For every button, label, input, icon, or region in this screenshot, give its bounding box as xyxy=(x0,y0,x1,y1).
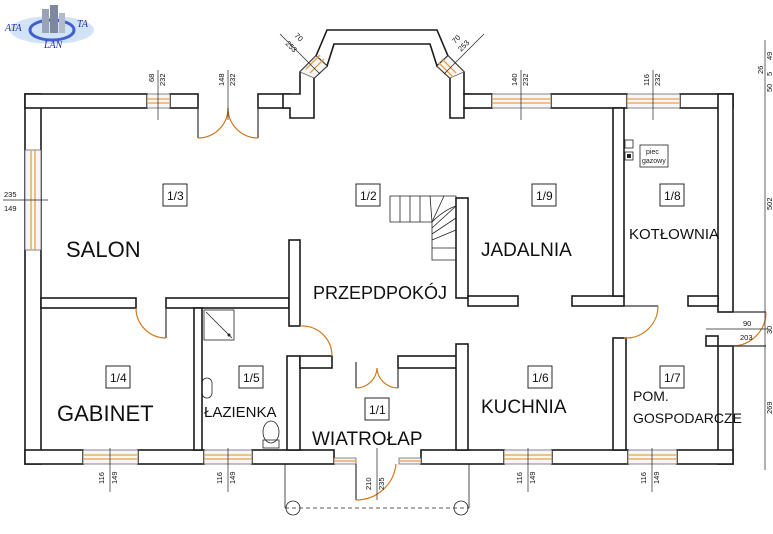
room-name-wiatrolap: WIATROŁAP xyxy=(312,429,423,450)
room-number-1-6: 1/6 xyxy=(527,365,553,389)
dim-right-edge-4: 50 xyxy=(765,84,773,92)
room-name-gospodarcze-line2: GOSPODARCZE xyxy=(633,410,742,426)
svg-text:1/4: 1/4 xyxy=(110,371,127,385)
exterior-walls xyxy=(24,29,734,465)
boiler: piec gazowy xyxy=(624,139,669,168)
dim-top-kotlownia-window-a: 116 xyxy=(642,74,651,86)
logo-text-lan: LAN xyxy=(43,40,64,51)
svg-text:1/5: 1/5 xyxy=(243,371,260,385)
room-number-1-7: 1/7 xyxy=(659,365,685,389)
dim-right-edge-7: 269 xyxy=(765,401,773,414)
svg-text:1/1: 1/1 xyxy=(369,403,386,417)
dim-right-edge-1: 26 xyxy=(756,66,765,74)
staircase xyxy=(389,195,457,261)
room-name-kotlownia: KOTŁOWNIA xyxy=(629,226,719,243)
svg-text:1/2: 1/2 xyxy=(360,189,377,203)
boiler-label-line2: gazowy xyxy=(642,158,666,165)
dim-top-salon-door-b: 232 xyxy=(228,73,237,86)
room-number-1-3: 1/3 xyxy=(162,183,188,207)
room-name-przedpokoj: PRZEPDPOKÓJ xyxy=(313,282,447,303)
dim-bottom-kuchnia-b: 149 xyxy=(528,471,537,484)
svg-text:1/7: 1/7 xyxy=(664,371,681,385)
svg-text:1/3: 1/3 xyxy=(167,189,184,203)
dim-left-salon-window-b: 149 xyxy=(4,204,17,213)
dimension-labels: 68 232 148 232 70 253 70 253 140 232 116… xyxy=(3,31,773,500)
window-top-kotlownia xyxy=(626,93,681,109)
logo-text-ta: TA xyxy=(77,19,89,30)
bathroom-fixtures xyxy=(201,309,280,449)
svg-text:1/8: 1/8 xyxy=(664,189,681,203)
dim-bottom-lazienka-a: 116 xyxy=(215,472,224,484)
dim-top-salon-window-b: 232 xyxy=(158,73,167,86)
room-number-1-2: 1/2 xyxy=(355,183,381,207)
dim-bottom-gospodarcze-a: 116 xyxy=(639,472,648,484)
window-top-jadalnia xyxy=(491,93,552,109)
window-bottom-gabinet xyxy=(82,449,139,465)
room-numbers: 1/3 1/2 1/9 1/8 1/4 1/5 1/1 1/6 1/7 xyxy=(105,183,685,421)
window-bottom-gospodarcze xyxy=(627,449,678,465)
dim-right-edge-3: 5 xyxy=(765,72,773,76)
dim-bottom-gabinet-a: 116 xyxy=(97,472,106,484)
dim-top-salon-door-a: 148 xyxy=(217,73,226,86)
dim-right-edge-5: 502 xyxy=(765,197,773,210)
door-entrance xyxy=(355,463,397,501)
svg-text:1/6: 1/6 xyxy=(532,371,549,385)
door-side xyxy=(718,311,767,347)
dim-entrance-a: 210 xyxy=(364,477,373,490)
room-number-1-4: 1/4 xyxy=(105,365,131,389)
dim-entrance-b: 235 xyxy=(377,477,386,490)
windows xyxy=(24,54,681,465)
room-name-salon: SALON xyxy=(66,237,141,262)
dim-top-kotlownia-window-b: 232 xyxy=(653,73,662,86)
window-top-salon xyxy=(146,93,171,109)
window-entrance-right xyxy=(398,457,422,465)
dim-top-salon-window-a: 68 xyxy=(147,74,156,82)
company-logo: ATA TA LAN xyxy=(4,5,94,51)
door-lazienka xyxy=(299,325,333,357)
room-name-lazienka: ŁAZIENKA xyxy=(204,404,277,421)
room-number-1-9: 1/9 xyxy=(531,183,557,207)
dim-right-side-door-b: 203 xyxy=(740,333,753,342)
room-number-1-5: 1/5 xyxy=(238,365,264,389)
dim-bottom-gospodarcze-b: 149 xyxy=(652,471,661,484)
window-bay-right xyxy=(436,55,465,79)
dim-left-salon-window-a: 235 xyxy=(4,190,17,199)
room-name-kuchnia: KUCHNIA xyxy=(481,397,567,418)
dim-right-edge-2: 49 xyxy=(765,52,773,60)
room-name-gospodarcze-line1: POM. xyxy=(633,388,669,404)
room-name-gabinet: GABINET xyxy=(57,401,154,426)
room-number-1-8: 1/8 xyxy=(659,183,685,207)
room-names: SALON PRZEPDPOKÓJ JADALNIA KOTŁOWNIA GAB… xyxy=(57,226,742,450)
dim-bay-left-a: 70 xyxy=(293,31,305,43)
dim-right-side-door-a: 90 xyxy=(743,319,751,328)
dim-top-jadalnia-window-a: 140 xyxy=(510,73,519,86)
dim-right-edge-6: 30 xyxy=(765,326,773,334)
door-salon-terrace xyxy=(197,101,259,139)
door-gabinet xyxy=(135,307,167,339)
svg-text:1/9: 1/9 xyxy=(536,189,553,203)
entrance-porch xyxy=(284,464,470,516)
logo-text-ata: ATA xyxy=(4,23,23,34)
window-entrance-left xyxy=(333,457,357,465)
room-name-jadalnia: JADALNIA xyxy=(481,240,572,261)
doors xyxy=(135,101,767,501)
dim-bottom-lazienka-b: 149 xyxy=(228,471,237,484)
door-wiatrolap-inner xyxy=(355,362,399,389)
boiler-label-line1: piec xyxy=(646,149,659,156)
dim-bottom-gabinet-b: 149 xyxy=(110,471,119,484)
door-kotlownia xyxy=(623,305,659,339)
dim-bottom-kuchnia-a: 116 xyxy=(515,472,524,484)
window-bay-left xyxy=(299,54,328,79)
room-number-1-1: 1/1 xyxy=(364,397,390,421)
dim-top-jadalnia-window-b: 232 xyxy=(521,73,530,86)
